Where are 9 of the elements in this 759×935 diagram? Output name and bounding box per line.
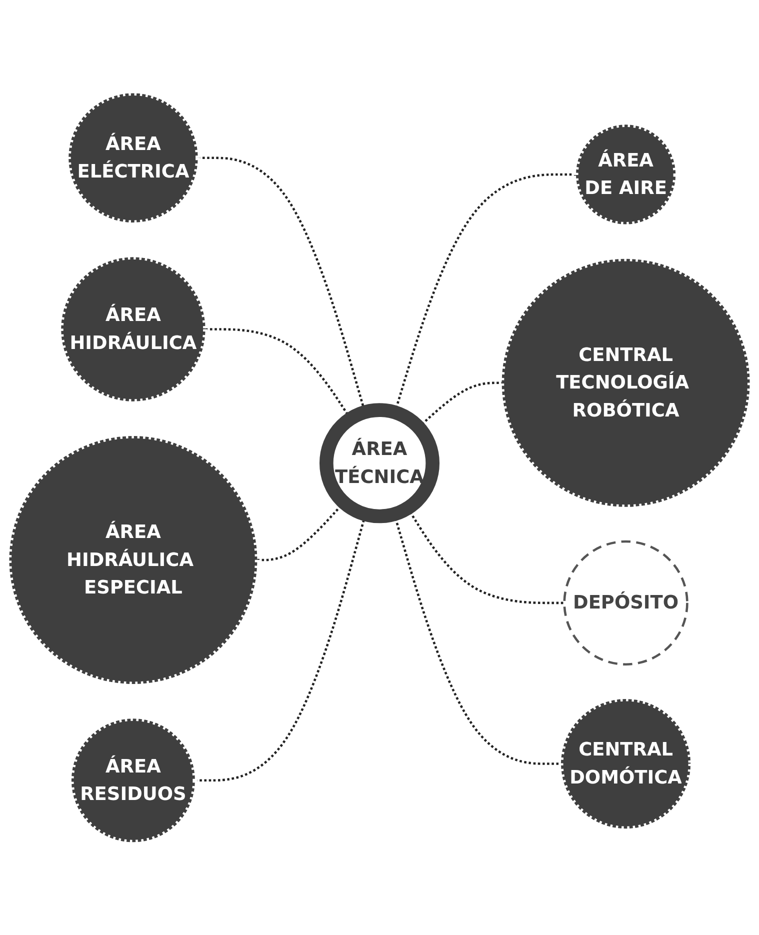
node-circle: ÁREA DE AIRE: [574, 122, 678, 226]
node-circle: CENTRAL TECNOLOGÍA ROBÓTICA: [499, 256, 752, 509]
node-circle: ÁREA HIDRÁULICA: [58, 254, 208, 404]
node-circle: ÁREA HIDRÁULICA ESPECIAL: [6, 434, 260, 686]
node-circle: ÁREA TÉCNICA: [320, 402, 440, 523]
node-circle: ÁREA RESIDUOS: [69, 716, 198, 844]
node-circle: ÁREA ELÉCTRICA: [66, 90, 200, 225]
node-circle: CENTRAL DOMÓTICA: [558, 696, 693, 831]
node-circle: DEPÓSITO: [563, 540, 688, 666]
